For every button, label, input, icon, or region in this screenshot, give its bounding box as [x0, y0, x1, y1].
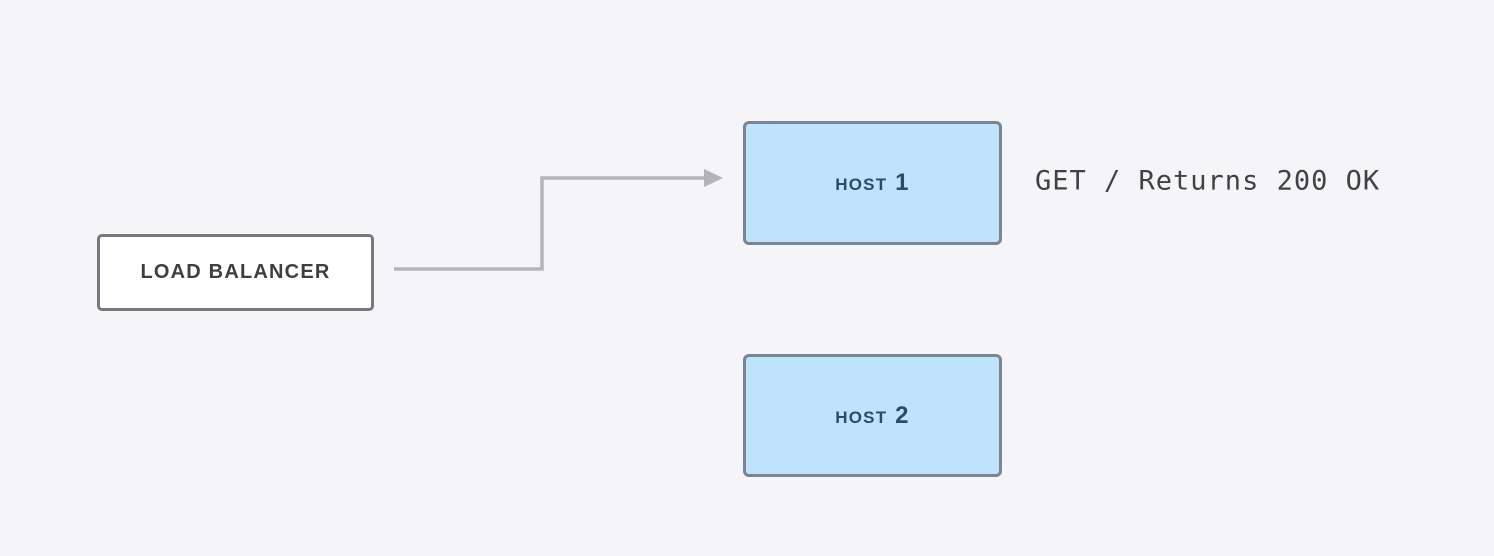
- host-2-label: HOST 2: [835, 401, 910, 429]
- host-1-node: HOST 1: [743, 121, 1002, 245]
- host-2-node: HOST 2: [743, 354, 1002, 477]
- request-result-annotation: GET / Returns 200 OK: [1035, 165, 1381, 197]
- host-1-label: HOST 1: [835, 169, 910, 196]
- arrow-head-icon: [704, 169, 723, 187]
- arrow-line: [394, 176, 705, 271]
- load-balancer-label: LOAD BALANCER: [140, 261, 331, 283]
- load-balancer-node: LOAD BALANCER: [97, 234, 374, 311]
